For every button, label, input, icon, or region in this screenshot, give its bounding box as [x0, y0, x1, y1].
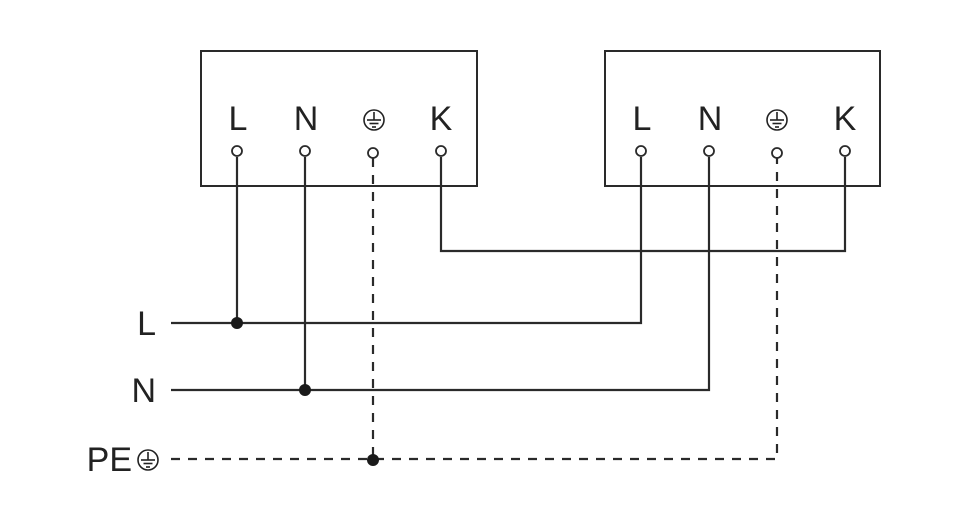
terminals [231, 145, 851, 159]
terminal-unit2-n [703, 145, 715, 157]
junction-dot-pe [367, 454, 379, 466]
supply-label-l: L [137, 305, 156, 343]
earth-ground-icon [363, 109, 385, 131]
junction-dot-l [231, 317, 243, 329]
terminal-label-l: L [633, 100, 652, 138]
terminal-unit1-pe [367, 147, 379, 159]
terminal-unit2-pe [771, 147, 783, 159]
supply-label-pe: PE [87, 441, 132, 479]
terminal-label-n: N [294, 100, 319, 138]
supply-line-l [171, 157, 643, 325]
device-box [604, 50, 881, 187]
supply-line-pe [171, 158, 779, 461]
wire-k-link [439, 157, 847, 253]
wires [171, 157, 847, 461]
supply-line-n [171, 157, 711, 392]
earth-ground-icon [766, 109, 788, 131]
earth-ground-icon [137, 449, 159, 471]
terminal-unit1-k [435, 145, 447, 157]
junction-dot-n [299, 384, 311, 396]
terminal-unit1-n [299, 145, 311, 157]
device-unit-2: L N K [604, 50, 881, 187]
terminal-unit1-l [231, 145, 243, 157]
terminal-unit2-k [839, 145, 851, 157]
terminal-label-k: K [430, 100, 453, 138]
terminal-label-l: L [229, 100, 248, 138]
terminal-label-k: K [834, 100, 857, 138]
device-box [200, 50, 478, 187]
terminal-label-n: N [698, 100, 723, 138]
supply-label-n: N [131, 372, 156, 410]
device-unit-1: L N K [200, 50, 478, 187]
terminal-unit2-l [635, 145, 647, 157]
